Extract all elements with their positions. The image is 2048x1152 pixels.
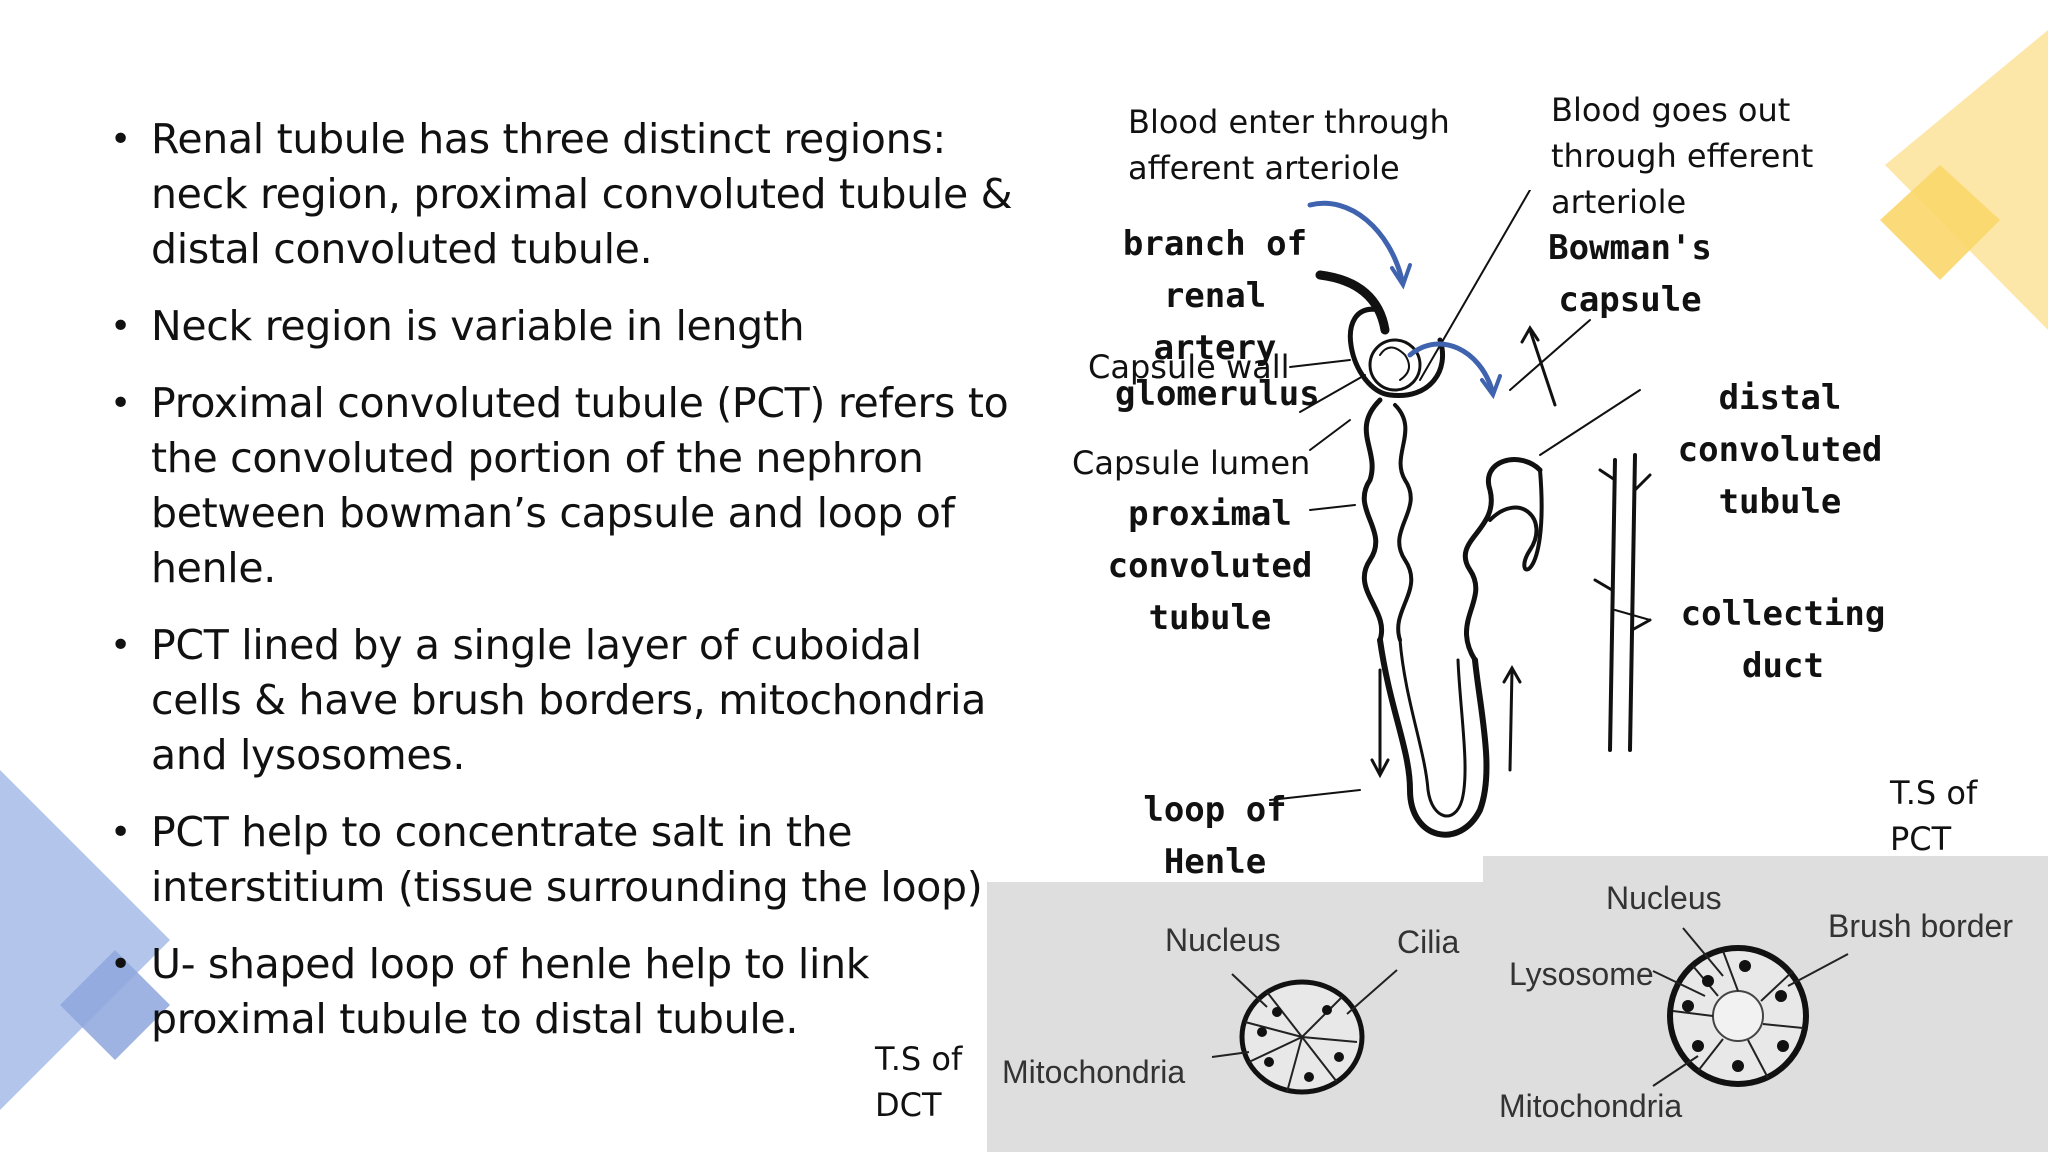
pct-lysosome-label: Lysosome [1509,956,1654,992]
bullet-item: PCT help to concentrate salt in the inte… [110,805,1020,915]
pct-mitochondria-label: Mitochondria [1499,1088,1683,1124]
dct-cilia-label: Cilia [1397,924,1460,960]
bullet-item: Renal tubule has three distinct regions:… [110,112,1020,277]
dct-nucleus-label: Nucleus [1165,922,1281,958]
ts-dct-micrograph: Nucleus Cilia Mitochondria [987,882,1483,1152]
blood-in-label: Blood enter through afferent arteriole [1128,103,1450,187]
renal-artery [1315,270,1390,335]
ts-pct-caption: T.S of PCT [1890,774,1978,858]
dct-mitochondria-label: Mitochondria [1002,1054,1186,1090]
pct-cell-drawing [1652,927,1849,1087]
nephron-diagram [1269,190,1652,838]
capsule-lumen-label: Capsule lumen [1072,444,1311,482]
glomerulus-drawing [1368,338,1422,392]
dct-drawing [1462,457,1543,663]
bullet-item: Proximal convoluted tubule (PCT) refers … [110,376,1020,596]
ts-pct-micrograph: Nucleus Brush border Lysosome Mitochondr… [1483,856,2048,1152]
bullet-list: Renal tubule has three distinct regions:… [110,112,1020,1069]
ts-dct-caption: T.S of DCT [875,1040,963,1124]
branch-artery-label: branch of renal artery [1122,224,1308,368]
glomerulus-label: glomerulus [1115,374,1320,414]
bullet-item: PCT lined by a single layer of cuboidal … [110,618,1020,783]
bullet-item: U- shaped loop of henle help to link pro… [110,937,1020,1047]
dct-cell-drawing [1211,969,1398,1095]
blue-diamond-large [0,770,170,1110]
afferent-arrow [1307,200,1405,283]
efferent-arrow [1407,341,1495,393]
loop-henle-label: loop of Henle [1143,790,1287,882]
bowmans-capsule-drawing [1347,306,1446,399]
pct-label: proximal convoluted tubule [1107,494,1313,638]
dct-label: distal convoluted tubule [1677,378,1883,522]
yellow-diamond-small [1880,165,2000,280]
bullet-item: Neck region is variable in length [110,299,1020,354]
bowmans-capsule-label: Bowman's capsule [1548,228,1712,320]
collecting-duct-label: collecting duct [1680,594,1886,686]
pct-nucleus-label: Nucleus [1606,880,1722,916]
yellow-diamond-large [1885,30,2048,330]
pct-drawing [1361,397,1385,643]
capsule-wall-label: Capsule wall [1088,348,1290,386]
collecting-duct-drawing [1608,453,1637,752]
loop-of-henle-drawing [1377,637,1490,838]
blood-out-label: Blood goes out through efferent arteriol… [1551,91,1814,221]
pct-brush-border-label: Brush border [1828,908,2013,944]
